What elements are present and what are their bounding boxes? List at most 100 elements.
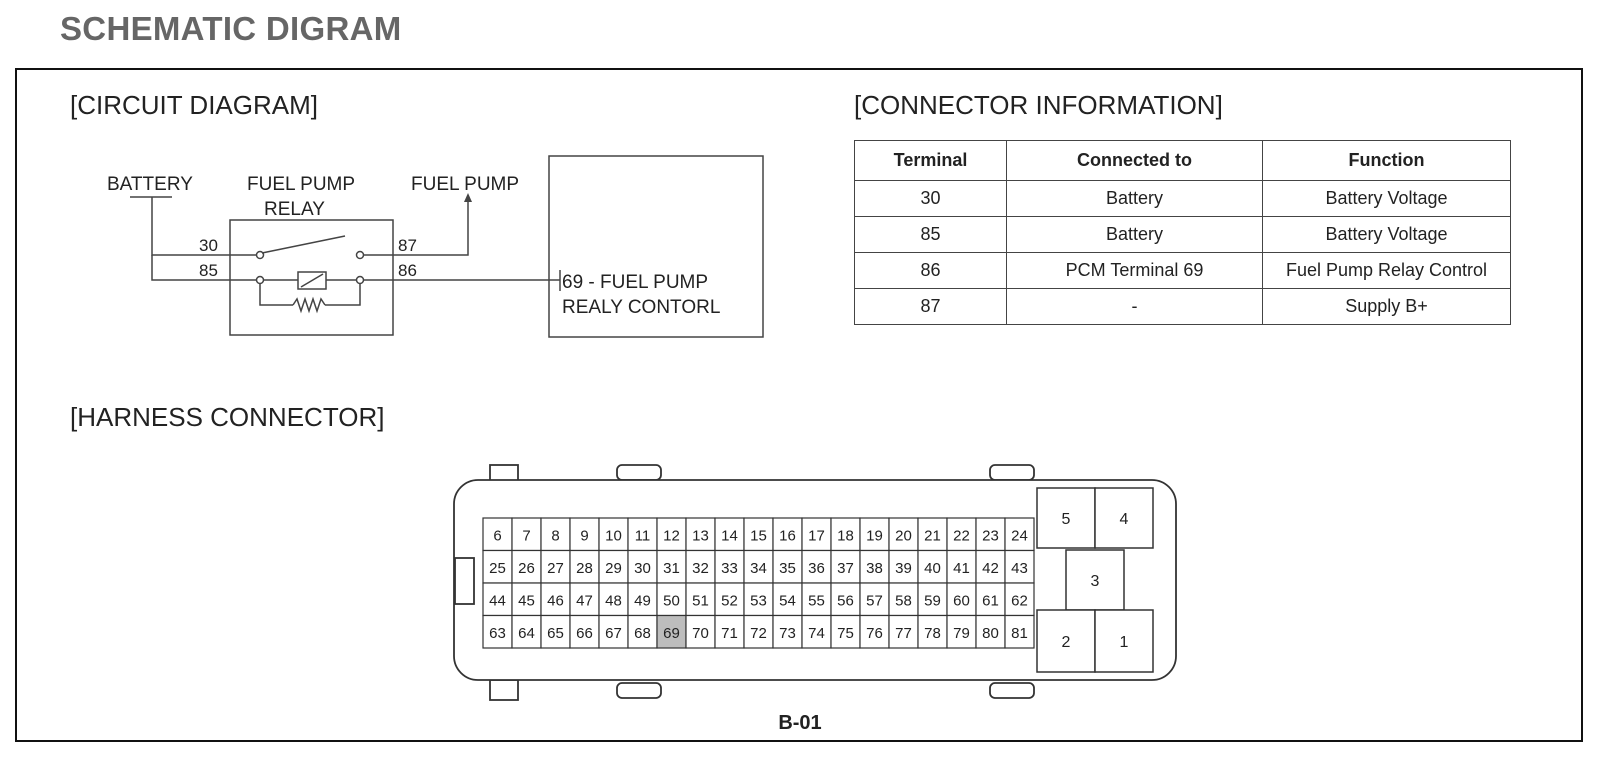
- power-pin-5: 5: [1036, 487, 1096, 549]
- pin-label: 26: [518, 560, 535, 577]
- pin-74: 74: [801, 614, 832, 649]
- pin-53: 53: [743, 582, 774, 617]
- pin-label: 32: [692, 560, 709, 577]
- pin-label: 57: [866, 592, 883, 609]
- pin-49: 49: [627, 582, 658, 617]
- pin-46: 46: [540, 582, 571, 617]
- power-pin-4: 4: [1094, 487, 1154, 549]
- pin-label: 35: [779, 560, 796, 577]
- pin-72: 72: [743, 614, 774, 649]
- pin-label: 17: [808, 527, 825, 544]
- pin-9: 9: [569, 517, 600, 552]
- cell-function: Battery Voltage: [1262, 180, 1511, 217]
- pin-label: 81: [1011, 625, 1028, 642]
- pin-label: 28: [576, 560, 593, 577]
- power-pin-1: 1: [1094, 609, 1154, 673]
- pin-62: 62: [1004, 582, 1035, 617]
- pin-75: 75: [830, 614, 861, 649]
- power-pin-2: 2: [1036, 609, 1096, 673]
- connector-key: [454, 557, 475, 605]
- power-pin-label: 5: [1062, 511, 1071, 528]
- cell-terminal: 30: [854, 180, 1007, 217]
- pin-29: 29: [598, 549, 629, 584]
- pcm-label-line1: 69 - FUEL PUMP: [562, 272, 708, 293]
- pin-45: 45: [511, 582, 542, 617]
- pin-label: 45: [518, 592, 535, 609]
- pin-label: 39: [895, 560, 912, 577]
- pin-label: 15: [750, 527, 767, 544]
- pin-label: 49: [634, 592, 651, 609]
- pin-41: 41: [946, 549, 977, 584]
- relay-label-line2: RELAY: [264, 199, 325, 220]
- pin-85-label: 85: [199, 261, 218, 280]
- pin-51: 51: [685, 582, 716, 617]
- wire-87: [393, 200, 469, 256]
- pin-71: 71: [714, 614, 745, 649]
- pin-label: 9: [580, 527, 588, 544]
- pin-label: 42: [982, 560, 999, 577]
- pin-30-label: 30: [199, 236, 218, 255]
- pin-label: 66: [576, 625, 593, 642]
- pin-label: 24: [1011, 527, 1028, 544]
- pin-76: 76: [859, 614, 890, 649]
- pin-17: 17: [801, 517, 832, 552]
- pin-60: 60: [946, 582, 977, 617]
- pin-label: 65: [547, 625, 564, 642]
- pin-59: 59: [917, 582, 948, 617]
- pin-label: 73: [779, 625, 796, 642]
- pin-32: 32: [685, 549, 716, 584]
- power-pin-label: 1: [1120, 634, 1129, 651]
- pin-label: 48: [605, 592, 622, 609]
- pin-27: 27: [540, 549, 571, 584]
- pin-87-label: 87: [398, 236, 417, 255]
- pin-label: 34: [750, 560, 767, 577]
- switch-contact-right: [355, 250, 365, 260]
- pin-50: 50: [656, 582, 687, 617]
- pin-66: 66: [569, 614, 600, 649]
- pin-label: 21: [924, 527, 941, 544]
- pin-label: 70: [692, 625, 709, 642]
- pin-label: 76: [866, 625, 883, 642]
- pin-54: 54: [772, 582, 803, 617]
- switch-contact-left: [255, 250, 265, 260]
- pcm-box: [548, 155, 764, 338]
- cell-function: Battery Voltage: [1262, 216, 1511, 253]
- pin-19: 19: [859, 517, 890, 552]
- pin-44: 44: [482, 582, 513, 617]
- pin-label: 80: [982, 625, 999, 642]
- wire-85: [151, 255, 230, 281]
- pin-label: 33: [721, 560, 738, 577]
- circuit-diagram-heading: [CIRCUIT DIAGRAM]: [70, 90, 318, 120]
- cell-connected-to: Battery: [1006, 180, 1263, 217]
- pin-13: 13: [685, 517, 716, 552]
- pin-7: 7: [511, 517, 542, 552]
- pin-20: 20: [888, 517, 919, 552]
- cell-terminal: 85: [854, 216, 1007, 253]
- latch-bottom-right: [989, 682, 1035, 699]
- pin-label: 29: [605, 560, 622, 577]
- pin-label: 77: [895, 625, 912, 642]
- pcm-label-line2: REALY CONTORL: [562, 297, 720, 318]
- pin-68: 68: [627, 614, 658, 649]
- pin-33: 33: [714, 549, 745, 584]
- pin-61: 61: [975, 582, 1006, 617]
- large-pin-block: 5 432 1: [1036, 487, 1154, 673]
- cell-connected-to: -: [1006, 288, 1263, 325]
- cell-connected-to: PCM Terminal 69: [1006, 252, 1263, 289]
- pin-25: 25: [482, 549, 513, 584]
- diagram-frame: [15, 68, 1583, 742]
- pin-label: 64: [518, 625, 535, 642]
- pin-21: 21: [917, 517, 948, 552]
- pin-label: 69: [663, 625, 680, 642]
- pin-label: 14: [721, 527, 738, 544]
- latch-bottom-left: [616, 682, 662, 699]
- pin-label: 7: [522, 527, 530, 544]
- pin-label: 19: [866, 527, 883, 544]
- power-pin-3: 3: [1065, 549, 1125, 611]
- pin-label: 23: [982, 527, 999, 544]
- pin-label: 43: [1011, 560, 1028, 577]
- pin-47: 47: [569, 582, 600, 617]
- pin-69: 69: [656, 614, 687, 649]
- pin-8: 8: [540, 517, 571, 552]
